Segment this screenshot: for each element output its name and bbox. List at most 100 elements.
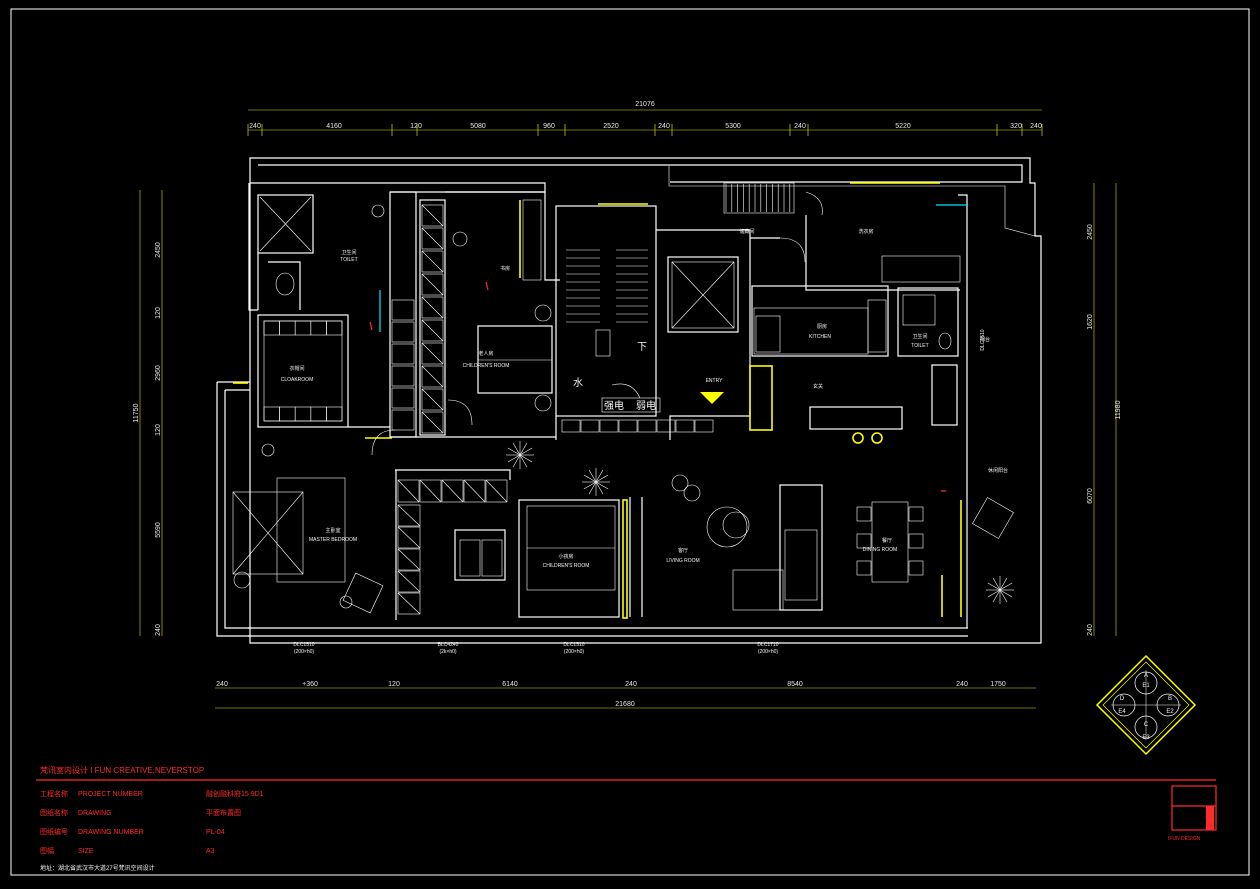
wardrobe-a-7 [421,365,444,388]
wardrobe-a-5 [421,319,444,342]
window-label-4a: DLC1710 [757,642,778,648]
chair-r-1 [908,533,924,549]
row-project-en: PROJECT NUMBER [78,791,143,798]
cab-col-2 [397,548,421,571]
dim-bottom-7: 1750 [990,681,1006,688]
cloak-cell-bottom-1 [279,406,296,422]
wardrobe-b-1 [391,321,415,343]
row-project-value: 融创融科府15 9D1 [206,789,264,798]
dim-right-1: 1620 [1087,314,1094,330]
cab-row-1 [419,479,442,503]
cab-col-0 [397,504,421,527]
exterior-walls [216,157,1042,644]
plant-2-5 [507,454,521,463]
window-label-3b: (200×h0) [564,649,584,655]
row-drawing-en: DRAWING [78,810,112,817]
core-cab-7 [694,419,714,433]
wardrobe-ax-7 [421,365,444,388]
cab-col-4 [397,592,421,615]
address: 地址：湖北省武汉市大道27号梵讯空间设计 [40,864,155,872]
dim-bottom-4: 240 [625,681,637,688]
plant-0-8 [588,469,597,483]
compass-a: A [1144,673,1148,679]
chair-l-2 [856,560,872,576]
cab-col-x-4 [397,592,421,615]
row-size-en: SIZE [78,848,94,855]
wardrobe-b-2 [391,343,415,365]
wardrobe-b-0 [391,299,415,321]
dim-top-2: 120 [410,123,422,130]
wardrobe-a-4 [421,296,444,319]
plant-1-7 [987,582,1001,591]
plant-2-1 [519,454,533,463]
window-labels: DLC1510 (200×h0) BLC4240 (2k×h0) DLC1510… [293,329,986,655]
cab-row-4 [485,479,508,503]
core-cab-4 [637,419,657,433]
plant-2-8 [512,442,521,456]
compass-e3: E3 [1142,735,1150,741]
cab-col-x-1 [397,526,421,549]
plant-1-8 [992,577,1001,591]
window-label-2a: BLC4240 [438,642,459,648]
cloak-cell-top-0 [263,320,280,336]
room-living-en: LIVING ROOM [666,558,699,564]
core-elec-strong: 强电 [604,399,624,412]
row-size-cn: 图幅 [40,846,54,855]
compass-e1: E1 [1142,683,1150,689]
dim-top-8: 240 [794,123,806,130]
wardrobe-a-6 [421,342,444,365]
plant-2-4 [512,454,521,468]
dim-bottom-total: 21680 [615,701,635,708]
room-laundry-cn: 洗衣房 [858,228,873,235]
wardrobe-a-9 [421,411,444,434]
cab-col-x-2 [397,548,421,571]
room-toilet-left-cn: 卫生间 [341,249,356,256]
dim-top-0: 240 [249,123,261,130]
plant-0-7 [583,474,597,483]
compass-diagram: A E1 D E4 B E2 C E3 [1095,654,1197,756]
cab-row-x-3 [463,479,486,503]
compass-c: C [1144,722,1149,728]
dim-top-5: 2520 [603,123,619,130]
plant-2-2 [519,454,528,468]
plant-0-2 [595,481,604,495]
wardrobe-ax-9 [421,411,444,434]
wardrobe-a-3 [421,273,444,296]
dim-top-10: 320 [1010,123,1022,130]
dim-top-3: 5080 [470,123,486,130]
window-label-1a: DLC1510 [293,642,314,648]
window-label-3a: DLC1510 [563,642,584,648]
room-labels: 卫生间 TOILET 衣帽间 CLOAKROOM 老人房 CHILDREN'S … [281,228,1008,569]
window-label-5a: DLC1510 [980,329,986,350]
compass-d: D [1120,696,1125,702]
row-size-value: A3 [206,848,215,855]
cab-col-1 [397,526,421,549]
window-label-4b: (200×h0) [758,649,778,655]
row-number-cn: 图纸编号 [40,827,68,836]
wardrobe-a-8 [421,388,444,411]
dim-top-1: 4160 [326,123,342,130]
dim-left-total: 11750 [133,403,140,422]
dim-left-0: 2450 [155,242,162,258]
interior-walls [232,182,1014,620]
row-number-value: PL-04 [206,829,225,836]
compass-b: B [1168,696,1172,702]
room-cloakroom-en: CLOAKROOM [281,377,314,383]
plant-0-5 [583,481,597,490]
cab-col-x-0 [397,504,421,527]
room-toilet-right-en: TOILET [911,343,928,349]
cloak-cell-top-3 [310,320,327,336]
plant-1-4 [992,589,1001,603]
wardrobe-ax-0 [421,204,444,227]
wardrobe-a-1 [421,227,444,250]
dim-top-9: 5220 [895,123,911,130]
room-cloakroom-cn: 衣帽间 [289,365,304,372]
room-toilet-left-en: TOILET [340,257,357,263]
dim-right-2: 6070 [1087,488,1094,504]
core-stair-down: 下 [637,342,647,353]
dim-right-3: 240 [1087,624,1094,636]
cab-row-x-4 [485,479,508,503]
plant-1-5 [987,589,1001,598]
